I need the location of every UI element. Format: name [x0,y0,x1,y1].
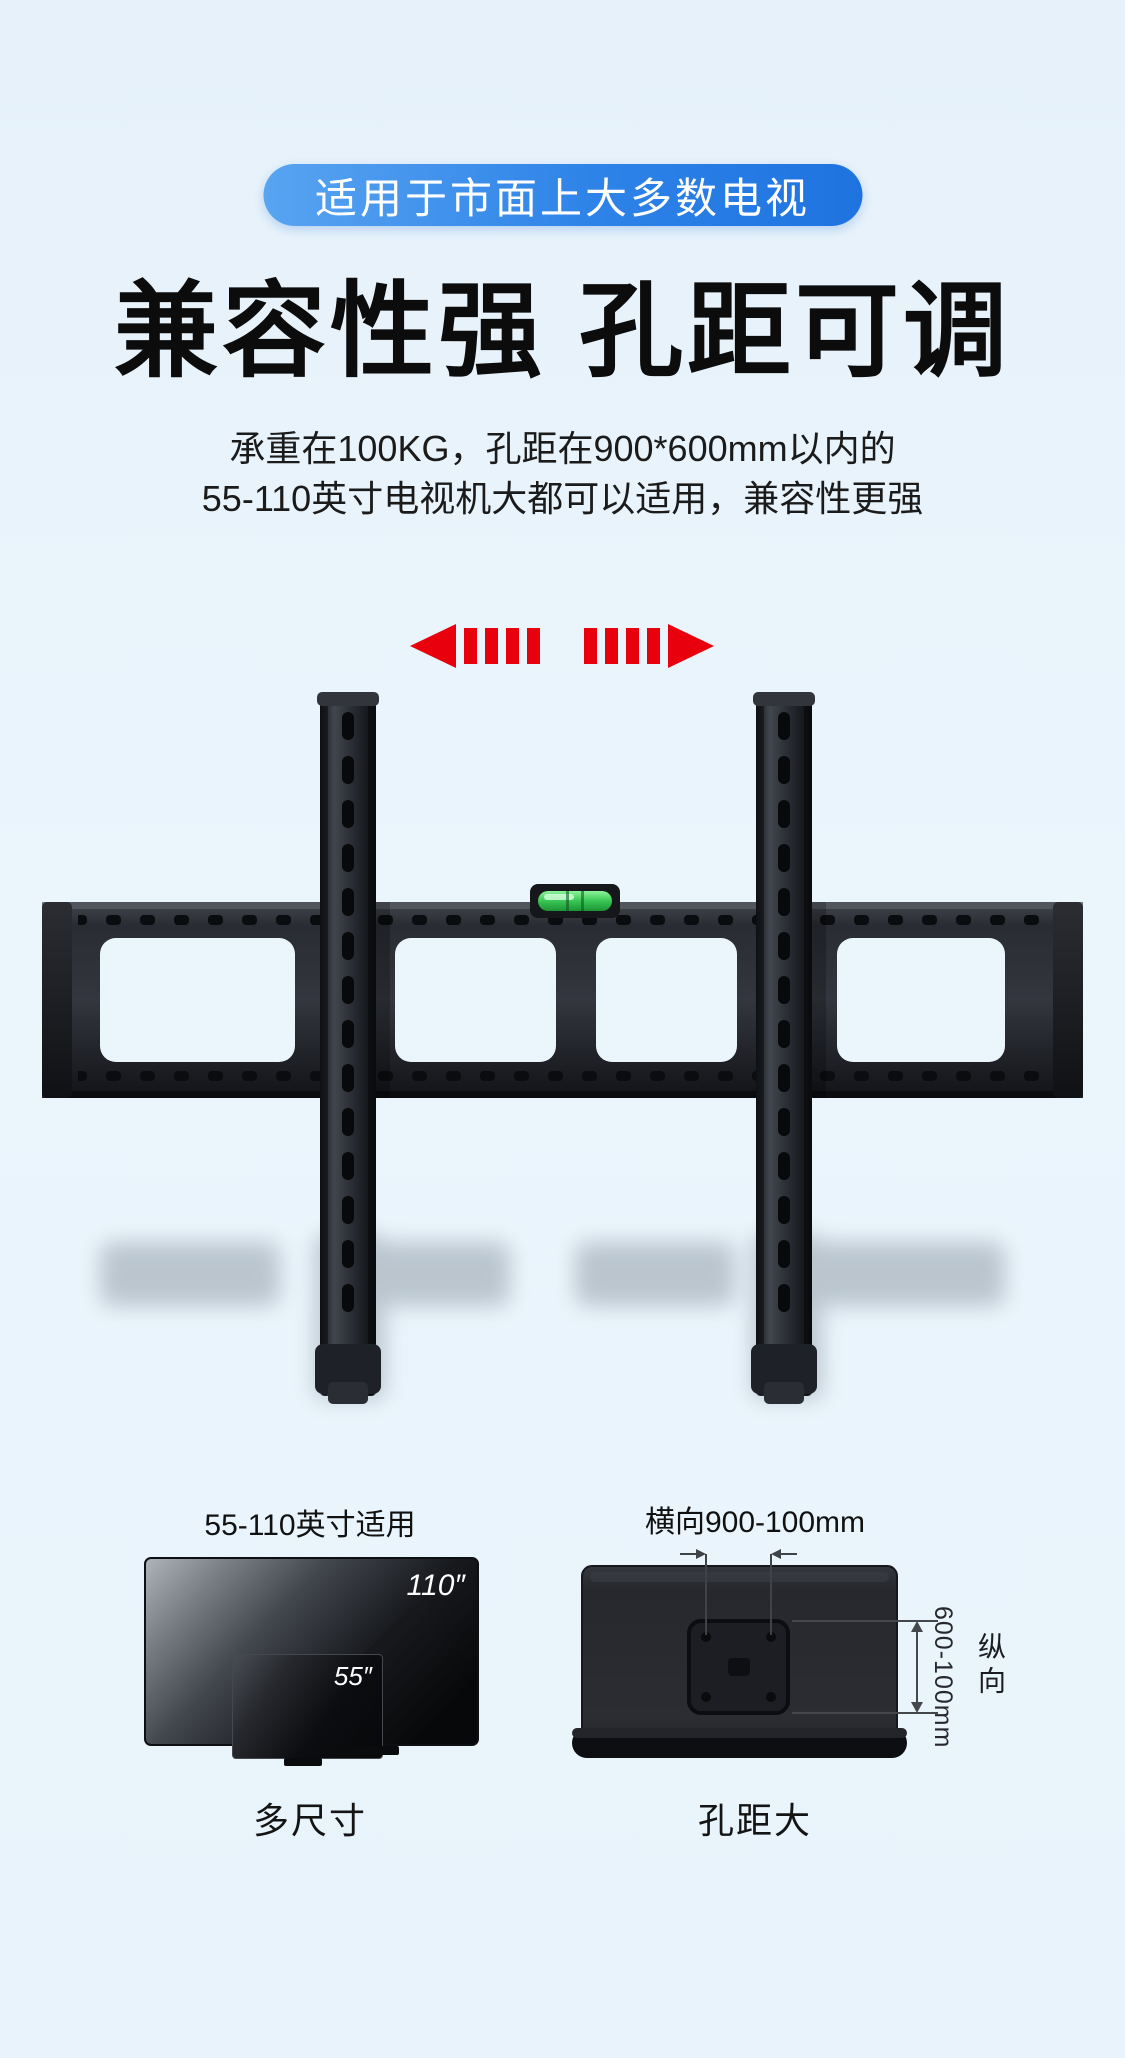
description-line-1: 承重在100KG，孔距在900*600mm以内的 [229,428,896,469]
vertical-range-label: 600-100mm [929,1606,957,1749]
tv-back-graphic [572,1549,938,1758]
description: 承重在100KG，孔距在900*600mm以内的 55-110英寸电视机大都可以… [0,424,1125,524]
page-title: 兼容性强 孔距可调 [114,274,1011,390]
tv-large-size-label: 110″ [406,1569,465,1602]
vertical-direction-label: 纵向 [975,1632,1006,1700]
horizontal-rail [42,902,1083,1098]
mount-plate [687,1619,790,1715]
feature-caption-holes: 孔距大 [697,1800,812,1841]
badge-text: 适用于市面上大多数电视 [314,174,811,222]
bracket-shadow [100,1234,1005,1399]
top-badge: 适用于市面上大多数电视 [262,164,863,226]
tv-back-illustration: 600-100mm 纵向 [560,1540,1020,1775]
feature-caption-sizes: 多尺寸 [252,1800,367,1841]
vertical-bracket-right [751,692,817,1404]
horizontal-dimension-guides [680,1553,797,1635]
vertical-bracket-left [315,692,381,1404]
feature-heading-holes: 横向900-100mm [644,1506,866,1539]
feature-heading-sizes: 55-110英寸适用 [204,1509,416,1542]
vertical-dimension-guides [792,1620,938,1714]
tv-small-size-label: 55″ [333,1661,372,1691]
tv-small: 55″ [232,1654,383,1759]
product-image [30,686,1095,1421]
tv-front-illustration: 110″ 55″ [144,1557,479,1772]
tv-large: 110″ 55″ [144,1557,479,1759]
width-adjust-arrow-icon [410,624,714,668]
wall-mount-bracket-graphic [42,692,1083,1404]
tv-small-stand [284,1758,322,1766]
bubble-level [530,884,620,918]
description-line-2: 55-110英寸电视机大都可以适用，兼容性更强 [201,478,924,519]
tv-large-stand [329,1746,399,1755]
